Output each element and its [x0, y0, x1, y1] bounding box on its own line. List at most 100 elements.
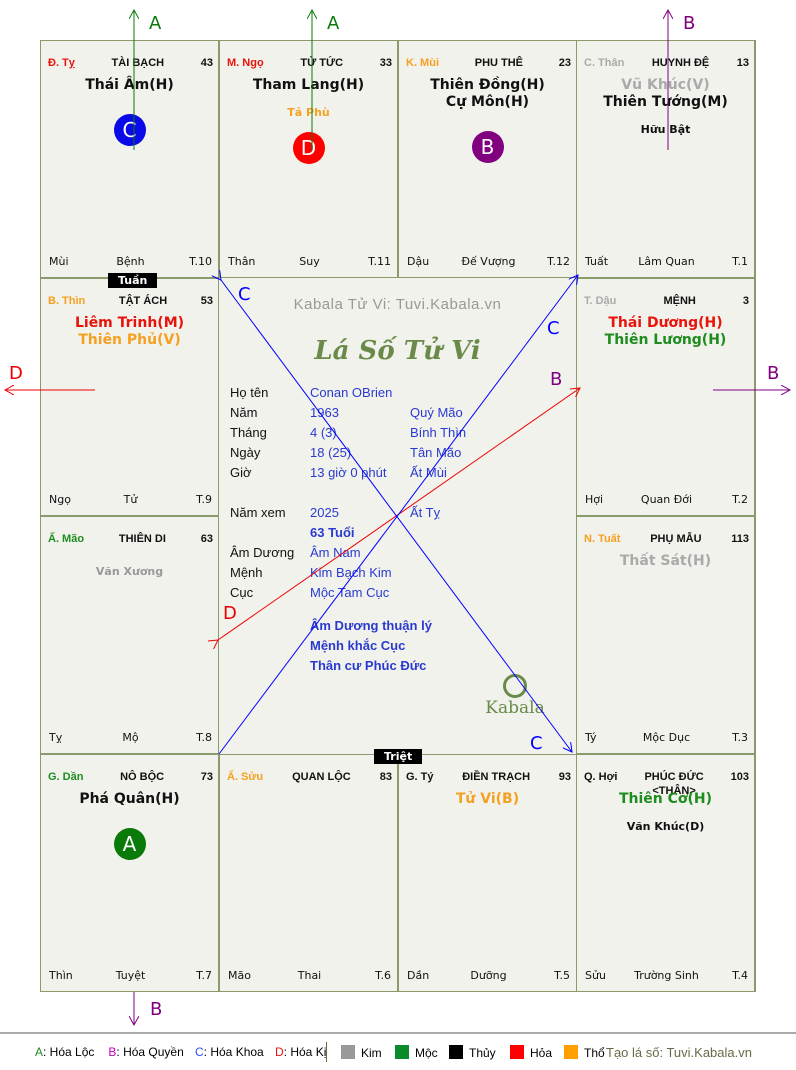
palace-phase: Thai	[297, 969, 322, 982]
minor-star: Hữu Bật	[640, 123, 691, 136]
palace-age: 33	[379, 57, 392, 69]
palace-phase: Dưỡng	[470, 969, 507, 982]
palace-age: 3	[742, 295, 749, 307]
palace-stem-branch: Ấ. Sửu	[227, 771, 264, 783]
legend-text: Hỏa	[530, 1046, 553, 1060]
palace-month: T.11	[368, 255, 391, 268]
palace-age: 83	[379, 771, 392, 783]
transform-badge-a: A	[113, 828, 146, 860]
star-list: Thiên Đồng(H)Cự Môn(H)B	[399, 77, 576, 163]
palace-stem-branch: Đ. Tỵ	[48, 57, 75, 69]
palace-phase: Suy	[299, 255, 320, 268]
info-label: Cục	[230, 585, 254, 600]
palace-age: 63	[200, 533, 213, 545]
tree-icon	[503, 674, 527, 698]
legend-text: Mộc	[415, 1046, 438, 1060]
legend-element: Thủy	[449, 1045, 496, 1060]
palace-branch: Tuất	[585, 255, 609, 268]
palace-name: PHÚC ĐỨC <THÂN>	[644, 771, 704, 797]
label-b: B	[150, 999, 162, 1020]
legend-text: : Hóa Khoa	[203, 1045, 264, 1059]
palace-branch: Ngọ	[49, 493, 71, 506]
info-can-chi: Tân Mão	[410, 445, 462, 460]
palace-month: T.8	[196, 731, 212, 744]
palace-age: 113	[731, 533, 749, 545]
kabala-logo: Kabala	[485, 674, 545, 718]
palace-name: MỆNH	[663, 295, 696, 307]
legend-element: Hỏa	[510, 1045, 552, 1060]
info-label: Âm Dương	[230, 545, 295, 560]
palace-age: 53	[200, 295, 213, 307]
palace-branch: Mão	[228, 969, 251, 982]
info-label: Họ tên	[230, 385, 269, 400]
palace-phase: Quan Đới	[640, 493, 693, 506]
legend-hoa: B: Hóa Quyền	[108, 1045, 183, 1059]
logo-text: Kabala	[485, 698, 545, 718]
info-value: 1963	[310, 405, 339, 420]
star-list: Vũ Khúc(V)Thiên Tướng(M)Hữu Bật	[577, 77, 754, 137]
chart-title: Lá Số Tử Vi	[314, 336, 481, 366]
info-value: 63 Tuổi	[310, 525, 355, 540]
minor-star: Văn Xương	[95, 565, 164, 578]
palace-age: 43	[200, 57, 213, 69]
star-list: Liêm Trinh(M)Thiên Phủ(V)	[41, 315, 218, 349]
palace-name: TẬT ÁCH	[118, 295, 168, 307]
palace-age: 13	[736, 57, 749, 69]
triet-marker: Triệt	[374, 749, 423, 764]
legend-text: Kim	[361, 1046, 382, 1060]
palace-month: T.3	[732, 731, 748, 744]
info-value: Kim Bạch Kim	[310, 565, 392, 580]
palace-phase: Tử	[123, 493, 138, 506]
palace-stem-branch: Ấ. Mão	[48, 533, 85, 545]
star-list: Văn Xương	[41, 553, 218, 579]
palace-phase: Tuyệt	[115, 969, 146, 982]
info-label: Tháng	[230, 425, 267, 440]
palace-branch: Tỵ	[49, 731, 63, 744]
credit-link[interactable]: Tạo lá số: Tuvi.Kabala.vn	[606, 1045, 752, 1060]
element-swatch	[395, 1045, 409, 1059]
palace-branch: Thìn	[49, 969, 73, 982]
label-b: B	[767, 363, 779, 384]
palace-stem-branch: G. Dần	[48, 771, 84, 783]
palace-branch: Tý	[585, 731, 597, 744]
legend-hoa: D: Hóa Kị	[275, 1045, 326, 1059]
palace-name: TÀI BẠCH	[111, 57, 165, 69]
star-list: Phá Quân(H)A	[41, 791, 218, 860]
legend-key: B	[108, 1045, 117, 1059]
star-list: Thái Dương(H)Thiên Lương(H)	[577, 315, 754, 349]
info-value: 4 (3)	[310, 425, 337, 440]
palace-branch: Dậu	[407, 255, 430, 268]
palace-name: HUYNH ĐỆ	[651, 57, 710, 69]
info-can-chi: Quý Mão	[410, 405, 463, 420]
label-b: B	[683, 13, 695, 34]
note-text: Âm Dương thuận lý	[310, 618, 432, 633]
star-list: Thái Âm(H)C	[41, 77, 218, 146]
palace-branch: Dần	[407, 969, 430, 982]
